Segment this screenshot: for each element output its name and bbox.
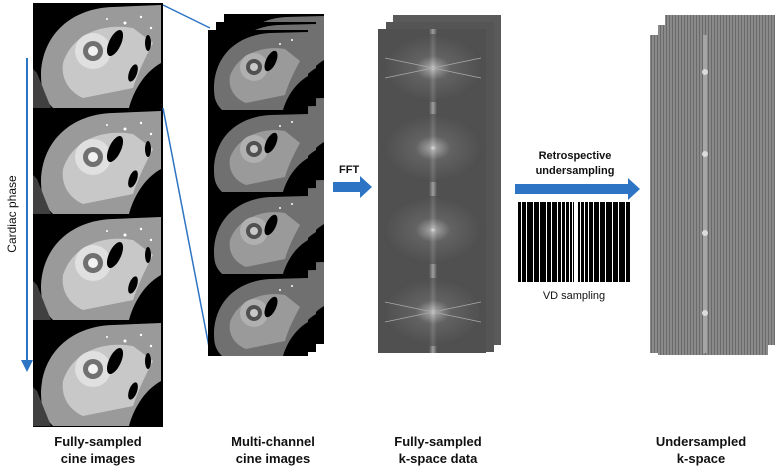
undersampled-kspace-stack	[650, 15, 775, 355]
retrospective-label-line2: undersampling	[535, 165, 615, 177]
undersampling-arrow	[515, 178, 640, 200]
caption-line: k-space data	[398, 451, 478, 466]
caption-fully-sampled-cine: Fully-sampled cine images	[23, 433, 173, 467]
vd-sampling-label: VD sampling	[542, 290, 606, 302]
vd-sampling-mask	[518, 202, 630, 282]
fft-arrow	[333, 176, 372, 198]
fully-sampled-kspace-stack	[378, 15, 501, 353]
multichannel-cine-stack	[208, 14, 324, 356]
cardiac-phase-arrow	[21, 58, 33, 372]
zoom-line-bottom	[162, 107, 211, 353]
retrospective-undersampling-label: Retrospective undersampling	[515, 149, 635, 179]
zoom-line-top	[162, 4, 211, 29]
caption-multichannel-cine: Multi-channel cine images	[198, 433, 348, 467]
caption-line: Undersampled	[655, 434, 747, 449]
caption-fully-sampled-kspace: Fully-sampled k-space data	[363, 433, 513, 467]
caption-line: cine images	[235, 451, 311, 466]
cardiac-phase-label: Cardiac phase	[5, 175, 19, 253]
caption-line: Fully-sampled	[54, 434, 142, 449]
caption-line: k-space	[676, 451, 726, 466]
fft-label: FFT	[339, 164, 360, 176]
caption-undersampled-kspace: Undersampled k-space	[631, 433, 771, 467]
fully-sampled-cine-stack	[33, 3, 163, 427]
caption-line: Multi-channel	[231, 434, 315, 449]
caption-line: Fully-sampled	[394, 434, 482, 449]
caption-line: cine images	[60, 451, 136, 466]
retrospective-label-line1: Retrospective	[538, 150, 612, 162]
